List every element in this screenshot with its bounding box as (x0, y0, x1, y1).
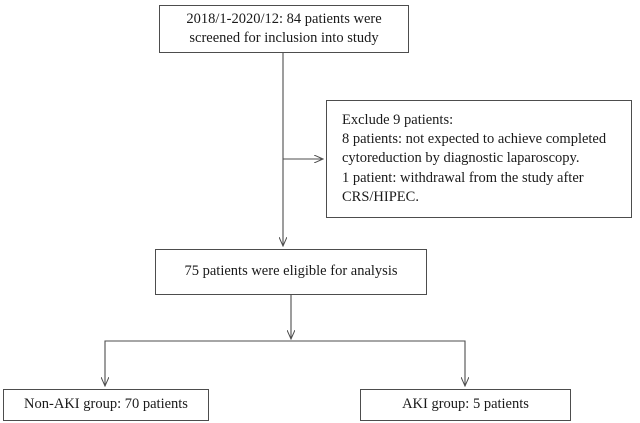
node-screened: 2018/1-2020/12: 84 patients were screene… (159, 5, 409, 53)
node-excluded-label: Exclude 9 patients: 8 patients: not expe… (342, 112, 607, 205)
node-non-aki-group-label: Non-AKI group: 70 patients (24, 396, 188, 413)
node-excluded: Exclude 9 patients: 8 patients: not expe… (326, 100, 632, 218)
node-eligible: 75 patients were eligible for analysis (155, 249, 427, 295)
node-screened-label: 2018/1-2020/12: 84 patients were screene… (186, 10, 382, 46)
edge-eligible-to-non-aki (105, 340, 291, 386)
node-aki-group-label: AKI group: 5 patients (402, 396, 529, 413)
node-non-aki-group: Non-AKI group: 70 patients (3, 389, 209, 421)
edge-eligible-to-aki (291, 340, 465, 386)
node-aki-group: AKI group: 5 patients (360, 389, 571, 421)
node-eligible-label: 75 patients were eligible for analysis (184, 263, 398, 280)
